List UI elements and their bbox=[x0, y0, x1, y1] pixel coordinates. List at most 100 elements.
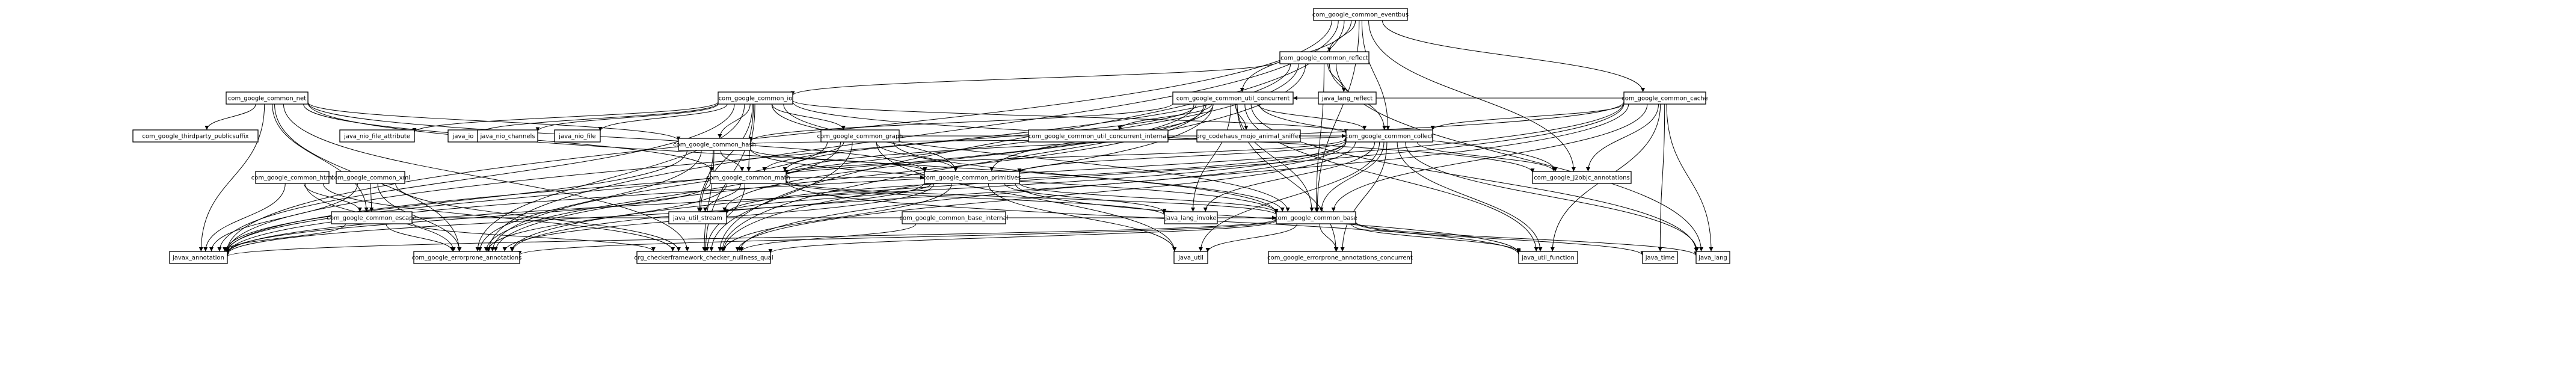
node-box bbox=[339, 129, 415, 143]
node-base-internal[interactable]: com_google_common_base_internal bbox=[900, 211, 1009, 224]
edge-collect-to-math bbox=[784, 138, 1347, 176]
node-util-concurrent[interactable]: com_google_common_util_concurrent bbox=[1172, 91, 1294, 105]
edge-base-to-util-function bbox=[1350, 223, 1521, 253]
node-box bbox=[718, 91, 793, 105]
node-nio-file[interactable]: java_nio_file bbox=[554, 129, 601, 143]
node-util-function[interactable]: java_util_function bbox=[1518, 251, 1578, 264]
node-label: com_google_errorprone_annotations_concur… bbox=[1267, 255, 1413, 262]
edge-io-to-errorprone bbox=[475, 103, 745, 252]
edge-net-to-primitives bbox=[307, 102, 927, 173]
edge-primitives-to-javax-annotation bbox=[225, 182, 925, 255]
edge-cache-to-errorprone bbox=[509, 103, 1625, 252]
node-box bbox=[1313, 8, 1408, 21]
node-nio-file-attribute[interactable]: java_nio_file_attribute bbox=[339, 129, 415, 143]
node-escape[interactable]: com_google_common_escape bbox=[327, 211, 417, 224]
node-errorprone[interactable]: com_google_errorprone_annotations bbox=[412, 251, 522, 264]
edge-net-to-base bbox=[307, 102, 1279, 214]
node-hash[interactable]: com_google_common_hash bbox=[673, 138, 756, 151]
node-nio-channels[interactable]: java_nio_channels bbox=[477, 129, 538, 143]
edge-xml-to-escape bbox=[369, 183, 374, 212]
package-nodes: com_google_common_eventbus com_google_com… bbox=[132, 8, 1730, 264]
edge-math-to-javax-annotation bbox=[225, 183, 711, 254]
edge-cache-to-j2objc bbox=[1585, 103, 1659, 172]
node-primitives[interactable]: com_google_common_primitives bbox=[923, 171, 1021, 184]
node-label: com_google_common_util_concurrent bbox=[1176, 96, 1290, 102]
edge-escape-to-javax-annotation bbox=[223, 223, 346, 252]
edge-xml-to-javax-annotation bbox=[209, 183, 358, 252]
node-lang-reflect[interactable]: java_lang_reflect bbox=[1318, 91, 1377, 105]
node-label: com_google_common_cache bbox=[1622, 96, 1708, 102]
edge-base-to-java-time bbox=[1355, 222, 1645, 256]
edge-util-concurrent-to-math bbox=[782, 103, 1197, 172]
node-label: java_nio_file bbox=[558, 134, 595, 140]
node-reflect[interactable]: com_google_common_reflect bbox=[1279, 51, 1369, 64]
node-label: java_nio_channels bbox=[480, 134, 535, 140]
node-base[interactable]: com_google_common_base bbox=[1274, 211, 1357, 224]
node-label: org_checkerframework_checker_nullness_qu… bbox=[634, 255, 773, 262]
node-box bbox=[1318, 91, 1377, 105]
edge-reflect-to-io bbox=[790, 60, 1280, 96]
node-checker[interactable]: org_checkerframework_checker_nullness_qu… bbox=[634, 251, 773, 264]
edge-primitives-to-lang-invoke bbox=[1004, 183, 1167, 214]
node-box bbox=[1695, 251, 1730, 264]
edge-io-to-util-stream bbox=[698, 103, 753, 212]
node-box bbox=[1345, 129, 1433, 143]
node-javax-annotation[interactable]: javax_annotation bbox=[169, 251, 228, 264]
edge-io-to-java-io bbox=[476, 102, 719, 134]
node-label: java_util bbox=[1178, 255, 1203, 262]
node-java-lang[interactable]: java_lang bbox=[1695, 251, 1730, 264]
edge-util-concurrent-to-animal-sniffer bbox=[1235, 103, 1249, 131]
node-net[interactable]: com_google_common_net bbox=[226, 91, 309, 105]
edge-hash-to-primitives bbox=[750, 149, 927, 172]
edge-collect-to-checker bbox=[736, 141, 1356, 252]
node-java-io[interactable]: java_io bbox=[447, 129, 479, 143]
node-label: com_google_common_html bbox=[251, 175, 334, 182]
node-uc-internal[interactable]: com_google_common_util_concurrent_intern… bbox=[1028, 129, 1169, 143]
edge-primitives-to-util-stream bbox=[724, 183, 932, 214]
node-box bbox=[1532, 171, 1632, 184]
node-math[interactable]: com_google_common_math bbox=[706, 171, 790, 184]
node-box bbox=[413, 251, 520, 264]
edge-base-to-errorprone bbox=[517, 219, 1277, 256]
node-collect[interactable]: com_google_common_collect bbox=[1345, 129, 1434, 143]
node-box bbox=[169, 251, 228, 264]
edge-net-to-escape bbox=[272, 103, 369, 212]
node-java-time[interactable]: java_time bbox=[1642, 251, 1678, 264]
edge-io-to-javax-annotation bbox=[217, 103, 735, 252]
node-java-util[interactable]: java_util bbox=[1173, 251, 1208, 264]
edge-hash-to-javax-annotation bbox=[224, 150, 687, 252]
node-box bbox=[1173, 251, 1208, 264]
edge-cache-to-base bbox=[1331, 103, 1648, 212]
node-util-stream[interactable]: java_util_stream bbox=[668, 211, 727, 224]
edge-collect-to-ep-concurrent bbox=[1340, 141, 1388, 252]
node-box bbox=[1268, 251, 1412, 264]
edge-io-to-graph bbox=[772, 103, 846, 131]
edge-io-to-hash bbox=[718, 103, 751, 139]
node-lang-invoke[interactable]: java_lang_invoke bbox=[1164, 211, 1218, 224]
node-j2objc[interactable]: com_google_j2objc_annotations bbox=[1532, 171, 1632, 184]
node-box bbox=[554, 129, 601, 143]
edge-graph-to-java-util bbox=[876, 141, 1177, 252]
edge-collect-to-util-stream bbox=[724, 141, 1347, 215]
node-html[interactable]: com_google_common_html bbox=[251, 171, 334, 184]
node-animal-sniffer[interactable]: org_codehaus_mojo_animal_sniffer bbox=[1196, 129, 1302, 143]
edge-io-to-nio-file bbox=[598, 103, 728, 132]
edge-html-to-javax-annotation bbox=[203, 183, 286, 252]
node-label: com_google_common_primitives bbox=[923, 175, 1021, 182]
node-ep-concurrent[interactable]: com_google_errorprone_annotations_concur… bbox=[1267, 251, 1413, 264]
node-box bbox=[636, 251, 771, 264]
edge-collect-to-primitives bbox=[1017, 140, 1347, 173]
edge-collect-to-util-function bbox=[1397, 141, 1543, 252]
node-label: java_lang bbox=[1698, 255, 1727, 262]
edge-math-to-util-stream bbox=[703, 183, 741, 212]
node-thirdparty[interactable]: com_google_thirdparty_publicsuffix bbox=[132, 129, 259, 143]
node-cache[interactable]: com_google_common_cache bbox=[1622, 91, 1708, 105]
node-xml[interactable]: com_google_common_xml bbox=[331, 171, 410, 184]
node-box bbox=[1279, 51, 1369, 64]
node-graph[interactable]: com_google_common_graph bbox=[817, 129, 903, 143]
node-box bbox=[710, 171, 787, 184]
node-eventbus[interactable]: com_google_common_eventbus bbox=[1312, 8, 1409, 21]
node-io[interactable]: com_google_common_io bbox=[718, 91, 793, 105]
edge-math-to-base bbox=[785, 180, 1279, 215]
